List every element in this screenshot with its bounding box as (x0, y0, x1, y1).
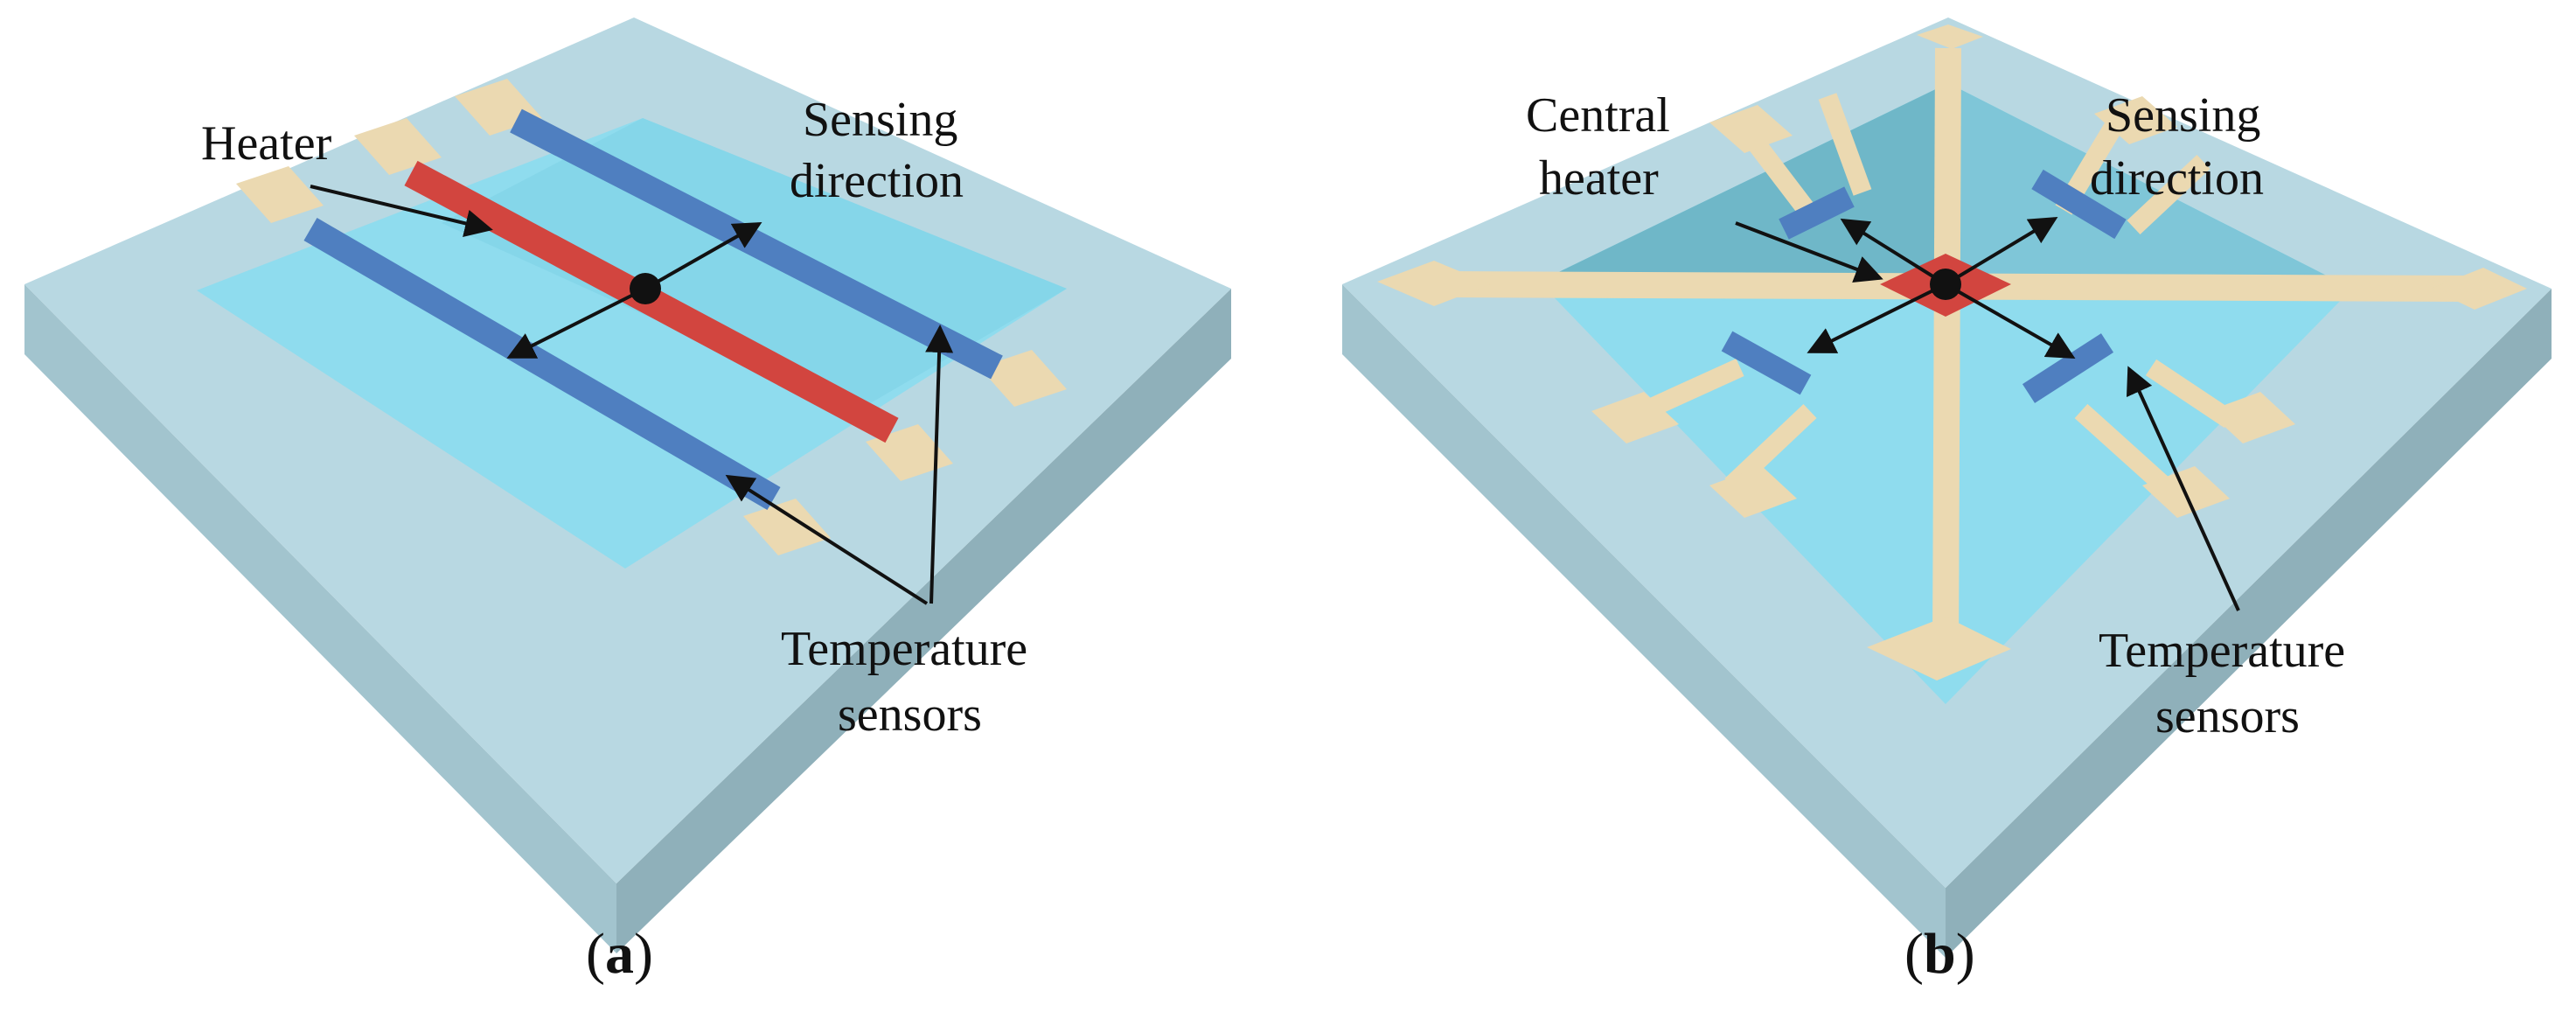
caption-a-open: ( (586, 922, 605, 986)
sensing-label-b-line2: direction (2090, 151, 2264, 206)
pad-a (354, 118, 442, 175)
substrate-b-right-face (1946, 289, 2552, 958)
temp-pointer-b (2126, 366, 2240, 611)
sensing-label-a-line2: direction (790, 154, 964, 208)
sensing-label-a-line1: Sensing (803, 93, 957, 147)
sensing-arrow-b-down-left (1807, 283, 1946, 353)
caption-b-close: ) (1956, 922, 1975, 986)
pad-a (743, 499, 831, 555)
substrate-b-left-face (1342, 284, 1946, 958)
pad-b-bottom (1867, 617, 2011, 680)
caption-a: (a) (586, 922, 653, 986)
temperature-label-a-line2: sensors (838, 687, 982, 742)
temperature-sensor-b-top-left (1779, 186, 1855, 240)
lead-b (1640, 358, 1744, 421)
caption-b: (b) (1904, 922, 1975, 986)
sensing-arrow-b-up-right (1944, 216, 2058, 286)
pad-b (1709, 466, 1797, 518)
beam-b-vertical (1932, 47, 1961, 648)
pad-b (1591, 392, 1679, 443)
sensing-label-b-line1: Sensing (2106, 88, 2260, 143)
sensing-arrow-b-down-right (1945, 283, 2076, 359)
heater-pointer-a (310, 185, 493, 238)
sensing-arrow-b-up-left (1840, 218, 1947, 286)
panel-b: Central heater Sensing direction Tempera… (1342, 17, 2552, 986)
pad-b-right (2431, 268, 2527, 310)
caption-b-open: ( (1904, 922, 1924, 986)
pad-b-top (1917, 24, 1983, 49)
temperature-sensor-b-bottom-right (2022, 333, 2114, 403)
pad-b (1709, 105, 1793, 153)
lead-b (2074, 403, 2176, 498)
temp-pointer-a-right (925, 325, 954, 604)
pad-b-left (1377, 261, 1491, 306)
pad-b (2094, 96, 2177, 144)
pad-b (2208, 392, 2295, 443)
temperature-sensor-a-left (303, 218, 781, 510)
heater-label-a: Heater (201, 116, 332, 171)
temperature-sensor-b-top-right (2031, 169, 2127, 240)
substrate-a-left-face (24, 284, 616, 953)
substrate-a-right-face (616, 289, 1231, 953)
temperature-label-a-line1: Temperature (781, 622, 1027, 676)
temperature-sensor-b-bottom-left (1721, 331, 1812, 395)
membrane-cavity-a-shade (442, 118, 1067, 411)
temperature-label-b-line1: Temperature (2099, 624, 2345, 678)
central-heater-pointer-b (1735, 221, 1883, 283)
central-heater-label-b-line2: heater (1539, 151, 1659, 206)
center-dot-a (630, 273, 661, 304)
temp-pointer-a-left (725, 474, 929, 605)
pads-a (236, 79, 1067, 555)
center-dot-b (1930, 269, 1961, 300)
lead-b (1818, 93, 1872, 196)
caption-a-letter: a (605, 922, 634, 986)
central-heater-label-b-line1: Central (1526, 88, 1670, 143)
lead-b (2127, 154, 2210, 235)
panel-a: Heater Sensing direction Temperature sen… (24, 17, 1231, 986)
sensor-leads-b (1591, 93, 2295, 518)
sensing-arrow-a-down (506, 287, 646, 359)
temperature-label-b-line2: sensors (2155, 689, 2300, 743)
pad-a (236, 166, 324, 223)
sensing-arrow-a-up (644, 222, 762, 290)
caption-a-close: ) (634, 922, 653, 986)
caption-b-letter: b (1924, 922, 1956, 986)
pad-a (979, 350, 1067, 407)
